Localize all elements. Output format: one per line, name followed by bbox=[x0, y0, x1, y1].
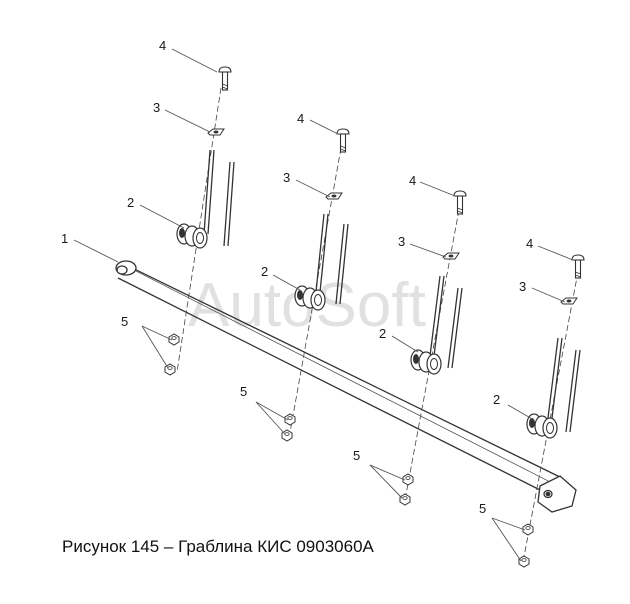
callout-3: 3 bbox=[283, 170, 290, 185]
spring-icon bbox=[176, 223, 208, 249]
callout-2: 2 bbox=[127, 195, 134, 210]
rake-bar bbox=[115, 260, 577, 513]
leader-lines bbox=[73, 48, 574, 562]
washer-icon bbox=[207, 128, 225, 136]
callout-4: 4 bbox=[159, 38, 166, 53]
callout-2: 2 bbox=[261, 264, 268, 279]
callout-5: 5 bbox=[121, 314, 128, 329]
nut-icon bbox=[399, 493, 411, 506]
callout-2: 2 bbox=[493, 392, 500, 407]
bolt-icon bbox=[453, 190, 467, 215]
bolt-icon bbox=[571, 254, 585, 279]
callout-1: 1 bbox=[61, 231, 68, 246]
finger-assembly-1 bbox=[164, 66, 235, 376]
finger-assembly-3 bbox=[399, 190, 467, 506]
callout-3: 3 bbox=[398, 234, 405, 249]
washer-icon bbox=[442, 252, 460, 260]
bolt-icon bbox=[218, 66, 232, 91]
spring-icon bbox=[410, 349, 442, 375]
callout-4: 4 bbox=[409, 173, 416, 188]
finger-assembly-2 bbox=[281, 128, 350, 442]
callout-5: 5 bbox=[353, 448, 360, 463]
bolt-icon bbox=[336, 128, 350, 153]
callout-3: 3 bbox=[519, 279, 526, 294]
nut-icon bbox=[281, 429, 293, 442]
callout-4: 4 bbox=[526, 236, 533, 251]
finger-assembly-4 bbox=[518, 254, 585, 568]
callout-5: 5 bbox=[479, 501, 486, 516]
callout-4: 4 bbox=[297, 111, 304, 126]
nut-icon bbox=[518, 555, 530, 568]
callout-5: 5 bbox=[240, 384, 247, 399]
callout-3: 3 bbox=[153, 100, 160, 115]
callout-labels: 1 4 3 2 5 4 3 2 5 4 3 2 5 4 3 2 5 bbox=[61, 38, 533, 516]
callout-2: 2 bbox=[379, 326, 386, 341]
figure-caption: Рисунок 145 – Граблина КИС 0903060А bbox=[62, 537, 374, 556]
